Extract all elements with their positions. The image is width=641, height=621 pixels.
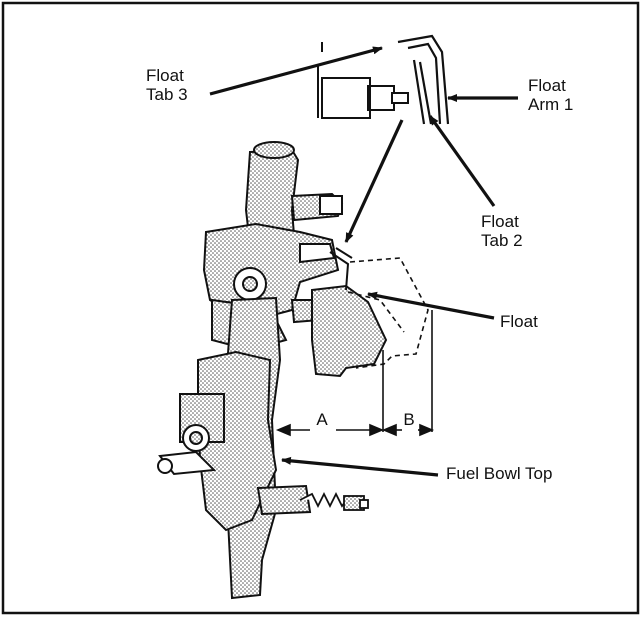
- label-float-arm-1: Float Arm 1: [528, 76, 573, 114]
- leader-float: [367, 291, 495, 320]
- label-float-tab-3: Float Tab 3: [146, 66, 188, 104]
- carburetor-body: [157, 141, 344, 600]
- label-float-tab-3-line2: Tab 3: [146, 85, 188, 104]
- leader-float-tab-2-needle: [344, 119, 404, 243]
- label-float-tab-2: Float Tab 2: [481, 212, 523, 250]
- leader-fuel-bowl-top: [281, 456, 439, 477]
- label-fuel-bowl-top: Fuel Bowl Top: [446, 464, 552, 483]
- label-float-text: Float: [500, 312, 538, 331]
- label-float-tab-3-line1: Float: [146, 66, 184, 85]
- float-dashed-position: [347, 257, 429, 369]
- label-float: Float: [500, 312, 538, 331]
- label-dimension-a-text: A: [316, 410, 328, 429]
- leader-float-tab-2: [428, 115, 496, 207]
- dimension-lines: [275, 310, 435, 437]
- label-float-arm-1-line2: Arm 1: [528, 95, 574, 114]
- label-float-tab-2-line1: Float: [481, 212, 519, 231]
- label-dimension-b: B: [402, 410, 416, 429]
- label-float-tab-2-line2: Tab 2: [481, 231, 523, 250]
- label-fuel-bowl-top-text: Fuel Bowl Top: [446, 464, 553, 483]
- label-dimension-b-text: B: [403, 410, 415, 429]
- adjusting-screw: [299, 491, 369, 511]
- label-float-arm-1-line1: Float: [528, 76, 566, 95]
- leader-lines: [209, 46, 518, 477]
- needle-valve-inset: [317, 42, 409, 119]
- label-dimension-a: A: [315, 410, 329, 429]
- float-arm-inset: [397, 34, 450, 125]
- leader-float-tab-3: [209, 46, 383, 96]
